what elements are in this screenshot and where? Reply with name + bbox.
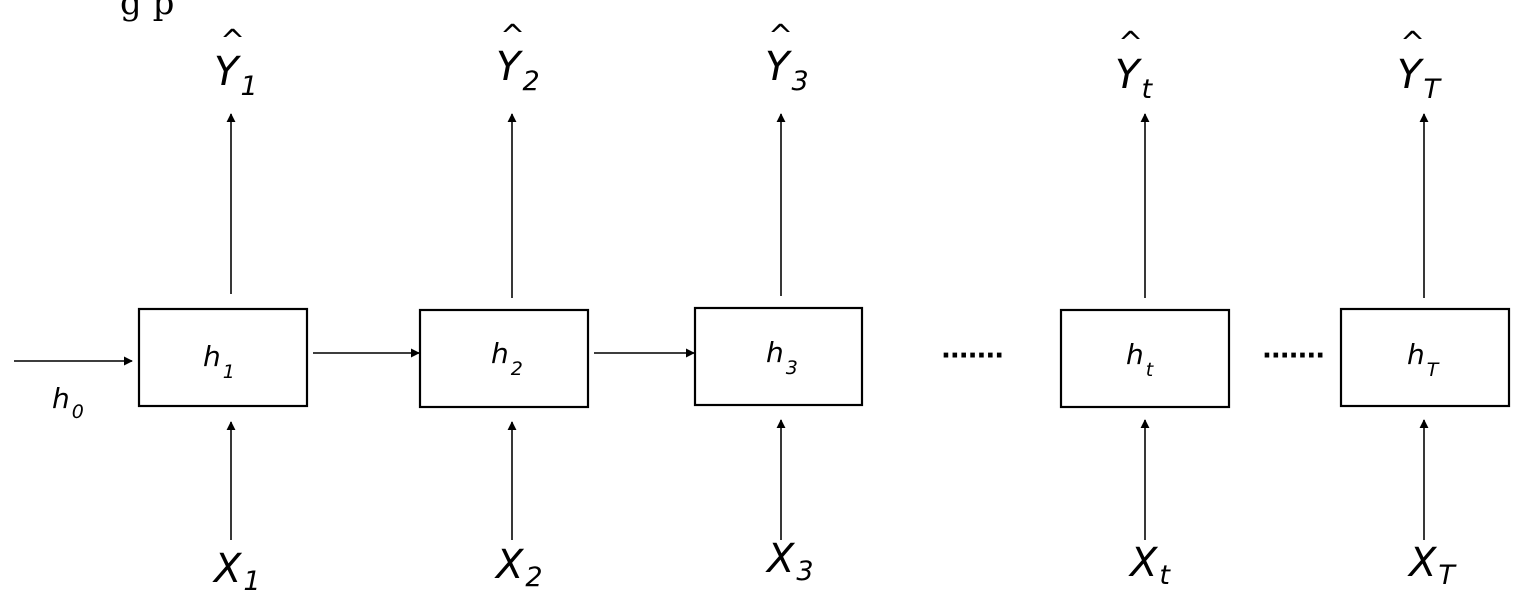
output-label: Yt bbox=[1115, 52, 1153, 105]
input-label: Xt bbox=[1128, 540, 1171, 591]
ellipsis-2: ······· bbox=[1262, 341, 1324, 371]
output-hat: ^ bbox=[1400, 26, 1425, 61]
hidden-state-box bbox=[1059, 308, 1231, 409]
input-label: X1 bbox=[212, 546, 261, 597]
output-hat: ^ bbox=[1118, 26, 1143, 61]
output-label: YT bbox=[1397, 52, 1442, 105]
output-hat: ^ bbox=[500, 19, 525, 54]
hidden-state-box bbox=[1339, 307, 1511, 408]
hidden-state-box bbox=[137, 307, 309, 408]
output-label: Y1 bbox=[214, 49, 258, 102]
hidden-state-box bbox=[418, 308, 590, 409]
output-hat: ^ bbox=[768, 19, 793, 54]
input-label: X2 bbox=[494, 542, 543, 593]
hidden-state-box bbox=[693, 306, 864, 407]
ellipsis-1: ······· bbox=[941, 341, 1003, 371]
output-hat: ^ bbox=[220, 24, 245, 59]
output-label: Y3 bbox=[765, 44, 809, 97]
output-label: Y2 bbox=[496, 44, 540, 97]
cut-off-text: g p bbox=[120, 0, 174, 23]
input-label: XT bbox=[1407, 540, 1457, 591]
input-label: X3 bbox=[765, 536, 814, 587]
